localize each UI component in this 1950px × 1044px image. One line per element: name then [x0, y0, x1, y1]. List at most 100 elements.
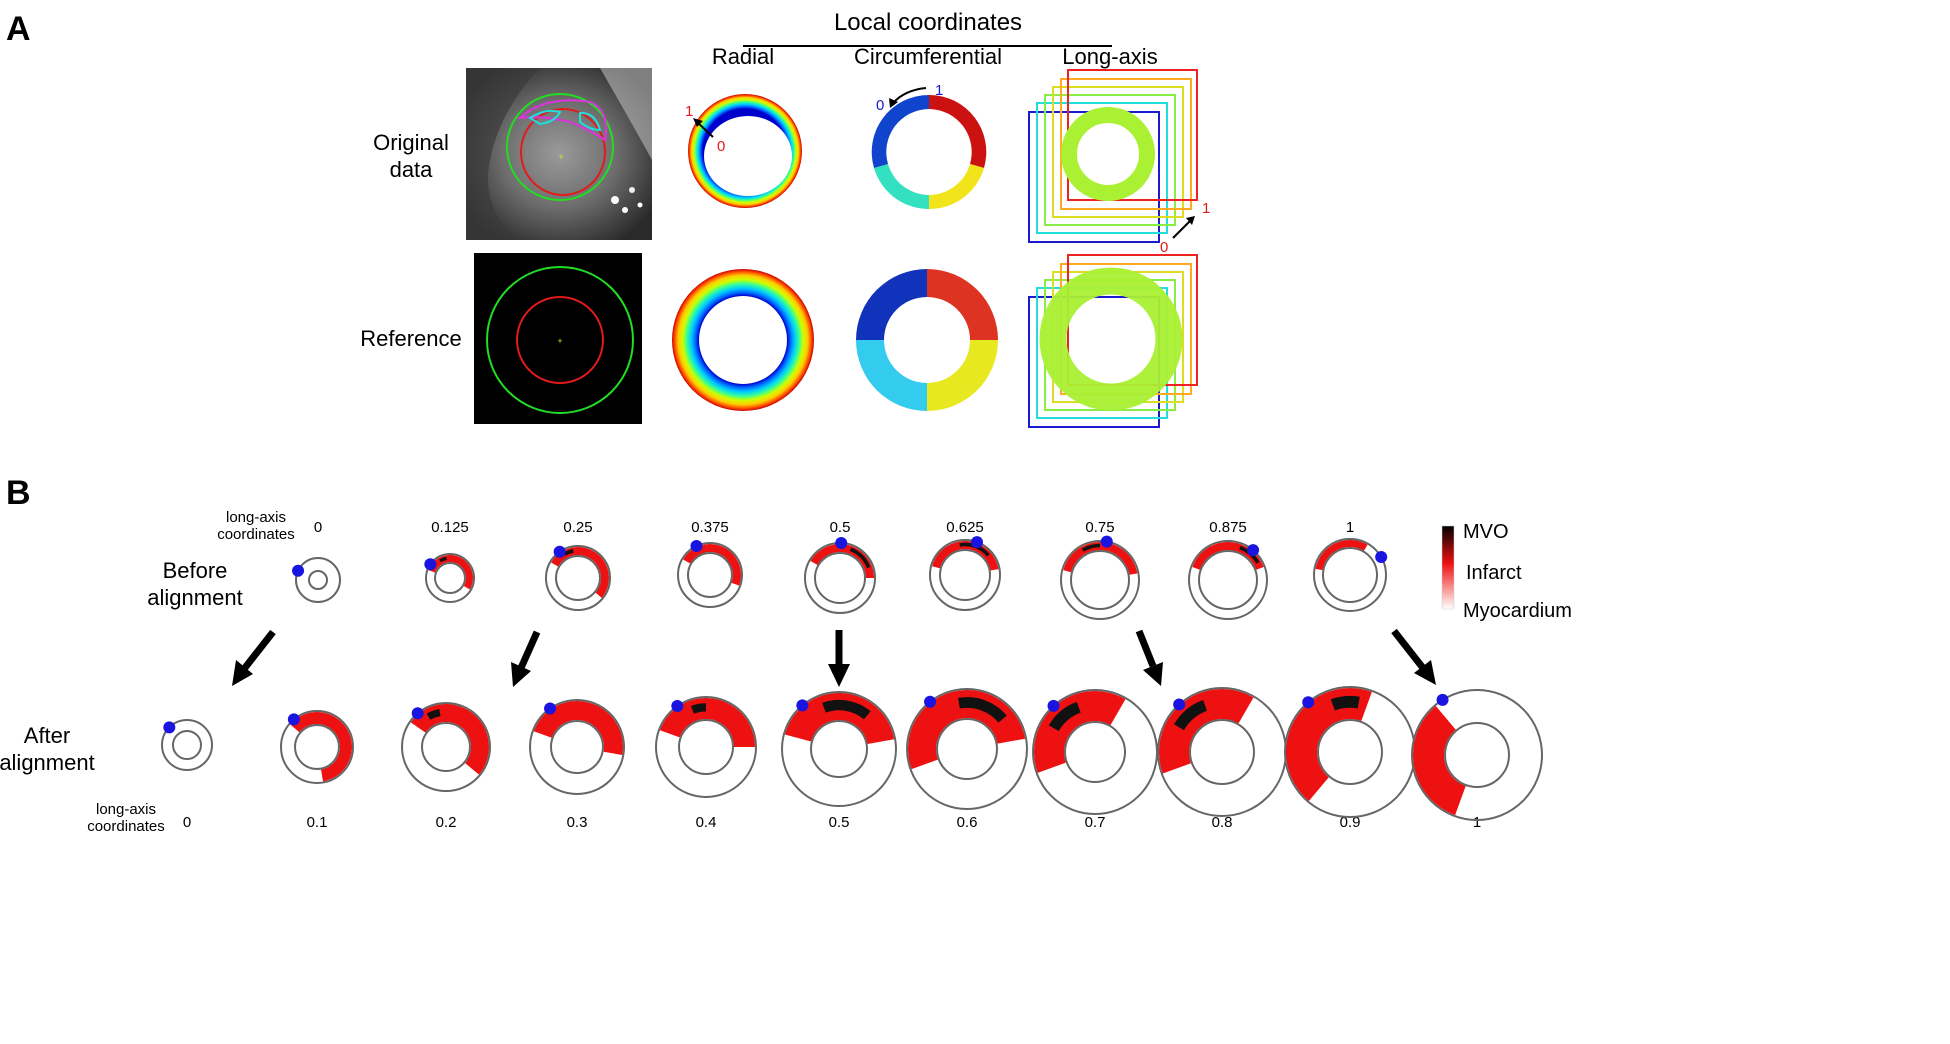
legend-myocardium: Myocardium: [1463, 600, 1572, 622]
after-coord-2: 0.2: [436, 814, 457, 831]
epicardial-contour: [545, 545, 611, 611]
reference-point-marker: [292, 564, 305, 577]
after-slice-4: [655, 696, 757, 798]
after-coord-4: 0.4: [696, 814, 717, 831]
after-slice-0: [161, 719, 213, 771]
row-original-line1: Original: [373, 130, 449, 155]
circumferential-reference-ring: [856, 269, 998, 411]
mvo-region: [959, 542, 990, 557]
before-alignment-slices: [292, 535, 1388, 620]
circumferential-original-ring: 0 1: [871, 82, 987, 210]
row-reference: Reference: [360, 326, 462, 351]
reference-point-marker: [835, 537, 848, 550]
mvo-region: [849, 547, 871, 569]
endocardial-contour: [687, 552, 733, 598]
before-alignment-line1: Before: [163, 558, 228, 583]
after-coord-label-line1: long-axis: [96, 801, 156, 818]
epicardial-contour: [906, 688, 1028, 810]
before-coord-label-line1: long-axis: [226, 509, 286, 526]
before-slice-1: [424, 553, 475, 603]
after-alignment-slices: [161, 686, 1543, 821]
endocardial-contour: [810, 720, 868, 778]
infarct-region: [533, 701, 623, 755]
radial-mark-outer: 1: [685, 103, 693, 120]
before-coord-2: 0.25: [563, 519, 592, 536]
infarct-region: [659, 698, 755, 747]
after-coord-1: 0.1: [307, 814, 328, 831]
infarct-region: [1063, 541, 1138, 575]
panel-b-letter: B: [6, 474, 31, 512]
original-mri-image: +: [466, 68, 652, 240]
after-slice-3: [529, 699, 625, 795]
arrow-4: [1135, 629, 1163, 686]
endocardial-contour: [1064, 721, 1126, 783]
infarct-region: [683, 543, 742, 586]
mvo-region: [1048, 701, 1081, 732]
after-coord-10: 1: [1473, 814, 1481, 831]
before-slice-7: [1188, 540, 1268, 620]
legend-infarct: Infarct: [1466, 562, 1522, 584]
column-radial: Radial: [712, 44, 774, 69]
long-axis-reference-slices: [1028, 254, 1198, 428]
alignment-arrows: [232, 628, 1436, 687]
long-axis-mark-end: 1: [1202, 200, 1210, 217]
legend: MVO Infarct Myocardium: [1441, 521, 1572, 622]
after-slice-2: [401, 702, 491, 792]
epicardial-contour: [781, 691, 897, 807]
legend-mvo: MVO: [1463, 521, 1509, 543]
circ-mark-start: 0: [876, 97, 884, 114]
mvo-region: [1081, 543, 1100, 552]
before-slice-2: [545, 545, 611, 611]
mvo-region: [563, 549, 574, 556]
endocardial-contour: [1070, 550, 1130, 610]
epicardial-contour: [425, 553, 475, 603]
reference-point-marker: [411, 707, 424, 720]
reference-point-marker: [690, 539, 703, 552]
before-slice-3: [677, 539, 743, 608]
panel-a-letter: A: [6, 10, 31, 48]
epicardial-contour: [1060, 540, 1140, 620]
column-long-axis: Long-axis: [1062, 44, 1157, 69]
endocardial-contour: [814, 552, 866, 604]
after-slice-9: [1284, 686, 1416, 818]
before-coord-label-line2: coordinates: [217, 526, 295, 543]
before-slice-4: [804, 537, 876, 614]
infarct-region: [551, 546, 609, 598]
reference-point-marker: [796, 699, 809, 712]
after-coord-3: 0.3: [567, 814, 588, 831]
svg-text:+: +: [558, 152, 563, 162]
reference-point-marker: [1047, 699, 1060, 712]
infarct-region: [290, 712, 352, 782]
column-circumferential: Circumferential: [854, 44, 1002, 69]
long-axis-original-slices: 0 1: [1028, 69, 1210, 256]
reference-image: +: [474, 253, 642, 424]
reference-point-marker: [1302, 696, 1315, 709]
endocardial-contour: [1189, 719, 1255, 785]
reference-point-marker: [1436, 693, 1449, 706]
epicardial-contour: [161, 719, 213, 771]
infarct-region: [784, 692, 895, 744]
endocardial-contour: [1322, 547, 1378, 603]
radial-original-ring: 1 0: [685, 94, 802, 208]
before-slice-0: [292, 557, 341, 603]
reference-point-marker: [671, 700, 684, 713]
reference-point-marker: [924, 695, 937, 708]
epicardial-contour: [280, 710, 354, 784]
after-slice-6: [906, 688, 1028, 810]
reference-point-marker: [1173, 698, 1186, 711]
endocardial-contour: [555, 555, 601, 601]
panel-b: B long-axis coordinates Before alignment…: [0, 474, 1572, 835]
infarct-region: [1034, 690, 1126, 773]
after-coord-6: 0.6: [957, 814, 978, 831]
reference-point-marker: [553, 545, 566, 558]
epicardial-contour: [401, 702, 491, 792]
epicardial-contour: [677, 542, 743, 608]
infarct-region: [1286, 688, 1372, 802]
mvo-region: [426, 708, 441, 720]
mvo-region: [691, 703, 706, 714]
endocardial-contour: [308, 570, 328, 590]
reference-point-marker: [1100, 535, 1113, 548]
